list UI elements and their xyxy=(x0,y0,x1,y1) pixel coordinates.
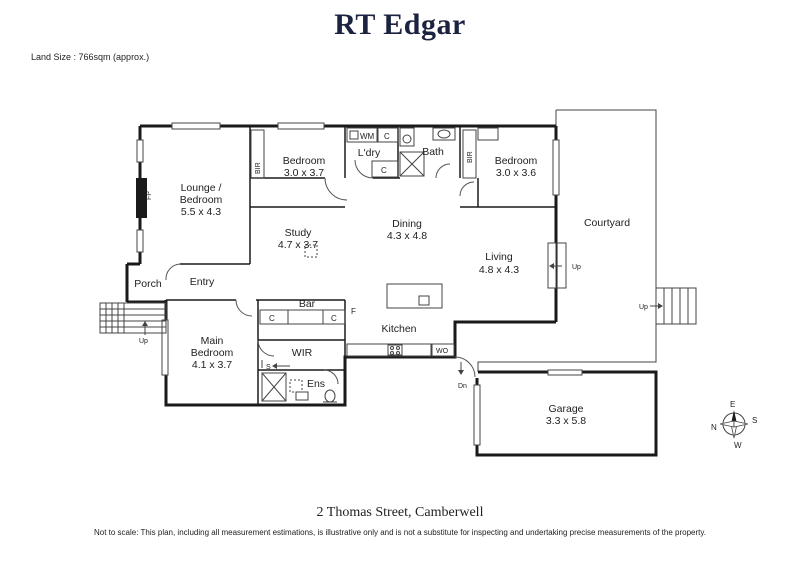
study-name: Study xyxy=(285,227,313,239)
dn-label: Dn xyxy=(458,383,467,390)
dining-name: Dining xyxy=(392,218,422,230)
door-swings xyxy=(165,159,476,385)
up-arrow-right-head xyxy=(658,303,663,309)
main-bedroom-size: 4.1 x 3.7 xyxy=(192,359,232,371)
bath-fixtures xyxy=(399,127,499,177)
land-size: Land Size : 766sqm (approx.) xyxy=(31,52,150,62)
kitchen-name: Kitchen xyxy=(381,323,416,335)
laundry-name: L'dry xyxy=(358,147,381,159)
garage-size: 3.3 x 5.8 xyxy=(546,415,586,427)
lounge-name: Lounge / xyxy=(181,182,222,194)
lounge-size: 5.5 x 4.3 xyxy=(181,206,221,218)
living-size: 4.8 x 4.3 xyxy=(479,264,519,276)
bedroom-b-name: Bedroom xyxy=(495,155,538,167)
compass-s: S xyxy=(752,416,757,425)
bedroom-a-size: 3.0 x 3.7 xyxy=(284,167,324,179)
fridge-label: F xyxy=(351,307,356,316)
living-name: Living xyxy=(485,251,513,263)
bedroom-a-name: Bedroom xyxy=(283,155,326,167)
bar-cupboards xyxy=(259,309,346,325)
disclaimer: Not to scale: This plan, including all m… xyxy=(93,528,707,537)
porch-name: Porch xyxy=(134,278,162,290)
fireplace-icon xyxy=(136,178,147,218)
courtyard-name: Courtyard xyxy=(584,217,630,229)
lounge-name2: Bedroom xyxy=(180,194,223,206)
kitchen-island xyxy=(386,283,443,309)
up-arrow-left-head xyxy=(142,321,148,326)
study-size: 4.7 x 3.7 xyxy=(278,239,318,251)
ens-name: Ens xyxy=(307,378,325,390)
laundry-cupboard-label: C xyxy=(384,132,390,141)
kitchen-bench xyxy=(346,343,455,357)
bar-cupboard-left: C xyxy=(269,314,275,323)
wo-label: WO xyxy=(436,348,449,355)
bath-name: Bath xyxy=(422,146,444,158)
bedroom-b-size: 3.0 x 3.6 xyxy=(496,167,536,179)
wir-arrow-head xyxy=(272,363,277,369)
bar-cupboard-right: C xyxy=(331,314,337,323)
dining-size: 4.3 x 4.8 xyxy=(387,230,427,242)
bir-label-left: BIR xyxy=(255,162,262,174)
bir-label-right: BIR xyxy=(467,151,474,163)
compass-w: W xyxy=(734,441,742,450)
dn-arrow-head xyxy=(458,370,464,375)
island-sink-icon xyxy=(418,295,430,306)
laundry-fixtures xyxy=(346,127,399,178)
entry-name: Entry xyxy=(190,276,215,288)
up-label-living: Up xyxy=(572,264,581,271)
garage-name: Garage xyxy=(548,403,583,415)
courtyard-outline xyxy=(477,109,657,372)
wm-label: WM xyxy=(360,132,375,141)
bir-robes xyxy=(250,129,477,179)
up-label-left: Up xyxy=(139,338,148,345)
up-arrow-living-head xyxy=(549,263,554,269)
bar-name: Bar xyxy=(299,298,316,310)
compass-e: E xyxy=(730,400,735,409)
brand-logo: RT Edgar xyxy=(334,8,466,41)
property-address: 2 Thomas Street, Camberwell xyxy=(316,505,484,520)
compass-icon xyxy=(719,410,749,439)
compass-n: N xyxy=(711,423,717,432)
main-bedroom-name2: Bedroom xyxy=(191,347,234,359)
ensuite-fixtures xyxy=(261,360,337,403)
wir-name: WIR xyxy=(292,347,313,359)
fp-label: FP xyxy=(146,191,153,200)
shower-label: S xyxy=(266,364,271,371)
steps-left xyxy=(99,302,167,334)
laundry-cupboard2-label: C xyxy=(381,166,387,175)
up-label-right: Up xyxy=(639,304,648,311)
main-bedroom-name: Main xyxy=(201,335,224,347)
